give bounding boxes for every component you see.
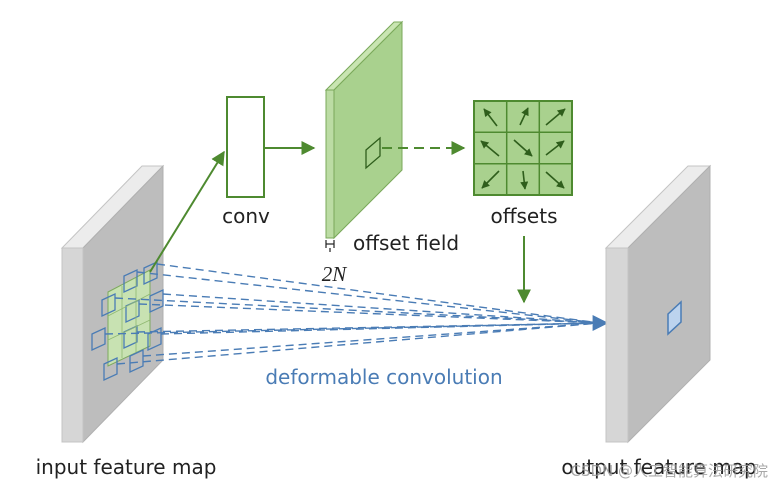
- input-feature-map-label: input feature map: [36, 455, 217, 479]
- offset-vectors: [480, 107, 566, 190]
- offsets-label: offsets: [490, 204, 557, 228]
- offsets-grid: [473, 100, 573, 196]
- sampling-line: [116, 322, 601, 365]
- sample-square: [129, 348, 144, 374]
- offset-arrow-icon: [483, 108, 498, 127]
- sample-square: [123, 268, 138, 294]
- deformable-convolution-label: deformable convolution: [265, 365, 502, 389]
- offset-arrow-icon: [545, 171, 565, 189]
- receptive-field-highlight: [107, 269, 151, 367]
- offset-field-window: [365, 136, 381, 170]
- sampling-line: [138, 303, 601, 324]
- deformable-sampling-lines: [104, 263, 601, 365]
- channel-bracket: [325, 240, 335, 252]
- sampling-line: [114, 297, 601, 324]
- offset-field-front: [325, 89, 335, 239]
- offset-field-label: offset field: [353, 231, 459, 255]
- offset-arrow-icon: [519, 107, 529, 126]
- offset-arrow-icon: [545, 108, 566, 126]
- offset-arrow-icon: [480, 140, 500, 157]
- sample-square: [91, 326, 106, 352]
- two-n-label: 2N: [322, 262, 348, 286]
- sample-square: [101, 292, 116, 318]
- sampling-line: [160, 322, 601, 335]
- sampling-line: [162, 293, 601, 324]
- input-map-front: [61, 247, 84, 443]
- conv-box: [226, 96, 265, 198]
- input-feature-map: [60, 164, 165, 444]
- offset-arrow-icon: [481, 170, 500, 189]
- input-to-conv-arrow: [149, 150, 225, 273]
- offset-arrow-icon: [520, 170, 529, 190]
- sample-square: [147, 326, 162, 352]
- sampling-line: [156, 263, 601, 324]
- watermark-text: CSDN @人工智能算法研究院: [570, 462, 768, 480]
- sample-square: [149, 288, 164, 314]
- conv-label: conv: [222, 204, 270, 228]
- offset-field: [324, 20, 404, 240]
- output-map-front: [605, 247, 629, 443]
- offset-arrow-icon: [545, 140, 565, 156]
- offset-arrow-icon: [513, 139, 533, 157]
- sampling-line: [142, 322, 601, 357]
- sample-square: [143, 260, 158, 286]
- output-map-side: [627, 164, 711, 444]
- sample-square: [103, 356, 118, 382]
- output-position-square: [667, 300, 682, 336]
- output-feature-map-label: output feature map: [561, 455, 756, 479]
- output-feature-map: [604, 164, 712, 444]
